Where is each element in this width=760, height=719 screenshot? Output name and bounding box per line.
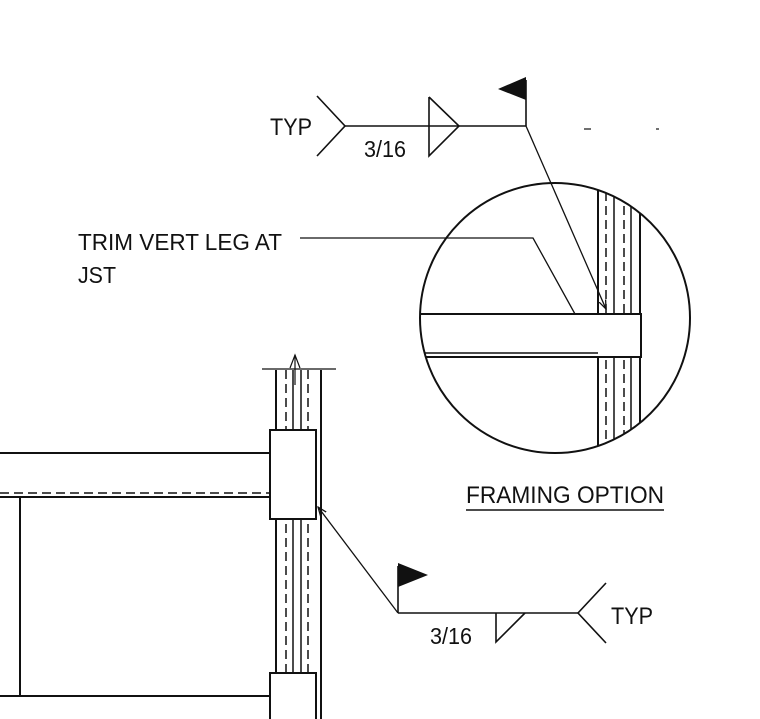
- weld-tail: [316, 95, 347, 157]
- trim-note: TRIM VERT LEG AT JST: [78, 229, 596, 352]
- weld-tail-label: TYP: [270, 114, 312, 141]
- framing-option-detail: FRAMING OPTION: [419, 182, 691, 511]
- fillet-weld-symbol: [495, 612, 526, 644]
- weld-tail-label: TYP: [611, 603, 653, 630]
- weld-symbol-bottom: 3/16 TYP: [318, 507, 653, 649]
- weld-size-label: 3/16: [364, 136, 406, 162]
- field-weld-flag-icon: [398, 563, 428, 587]
- break-arrow-icon: [289, 353, 301, 369]
- joist-member: [420, 313, 642, 358]
- detail-circle: [419, 182, 691, 454]
- weld-size-label: 3/16: [430, 623, 472, 649]
- weld-tail: [576, 582, 607, 644]
- joist-seat-plate-bottom: [269, 672, 317, 719]
- note-line-1: TRIM VERT LEG AT: [78, 229, 282, 255]
- weld-leader-arrow: [318, 507, 399, 614]
- fillet-weld-symbol: [428, 96, 461, 158]
- weld-symbol-top: TYP 3/16: [270, 77, 659, 309]
- field-weld-flag-icon: [498, 77, 526, 100]
- weld-leader-arrow: [525, 125, 606, 309]
- note-line-2: JST: [78, 262, 116, 288]
- joist-seat-plate-top: [269, 429, 317, 520]
- framing-option-title: FRAMING OPTION: [466, 482, 664, 509]
- framing-elevation: [0, 353, 336, 719]
